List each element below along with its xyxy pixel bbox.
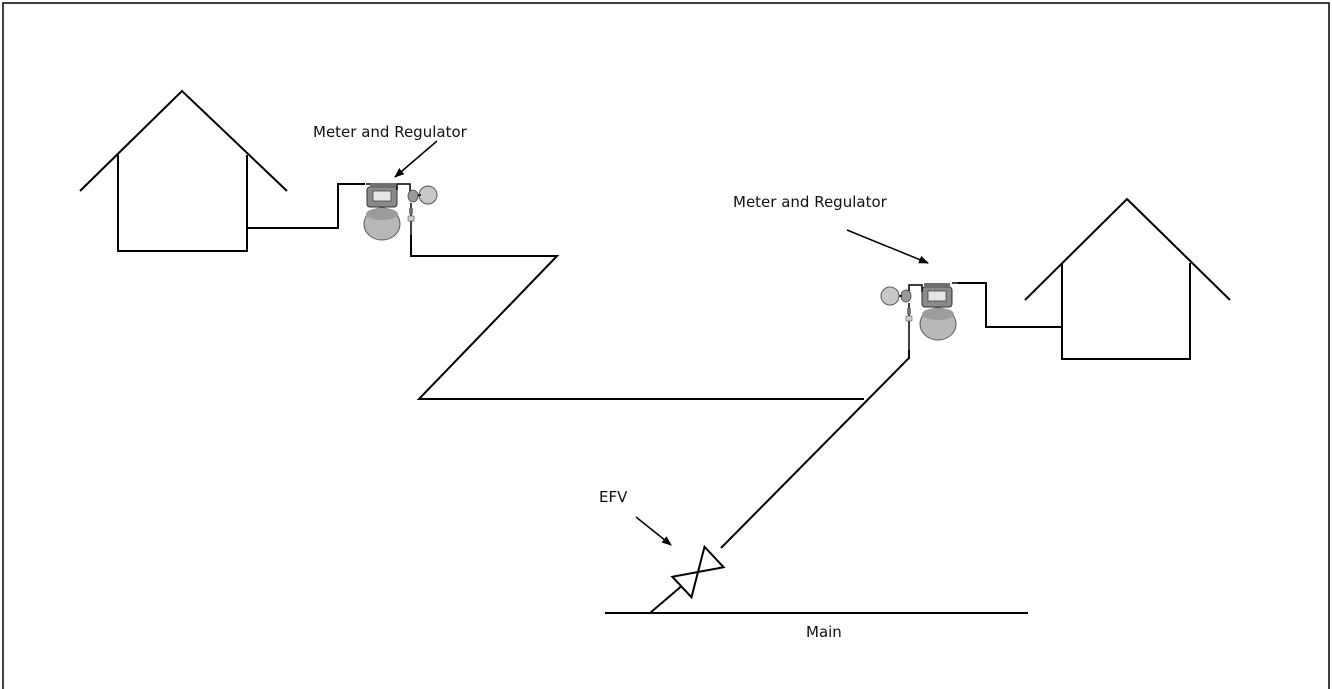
left-house-roof bbox=[79, 89, 288, 192]
main-label: Main bbox=[806, 623, 842, 641]
right-house bbox=[1024, 197, 1231, 360]
left-meter-regulator-icon bbox=[363, 183, 438, 241]
right-meter-label: Meter and Regulator bbox=[733, 193, 888, 211]
right-meter-regulator-icon bbox=[880, 282, 958, 351]
left-meter-arrow bbox=[394, 140, 438, 178]
right-house-connection-pipe bbox=[958, 282, 1062, 328]
left-meter-label: Meter and Regulator bbox=[313, 123, 468, 141]
efv-arrow bbox=[635, 516, 672, 546]
service-piping bbox=[247, 183, 1062, 614]
right-house-roof bbox=[1024, 197, 1231, 301]
efv-label: EFV bbox=[599, 488, 628, 506]
left-house bbox=[79, 89, 288, 252]
right-service-line bbox=[720, 350, 910, 549]
efv-valve-symbol bbox=[670, 544, 726, 600]
left-house-walls bbox=[117, 155, 248, 252]
right-meter-arrow bbox=[846, 229, 929, 264]
right-house-walls bbox=[1061, 263, 1191, 360]
left-house-connection-pipe bbox=[247, 183, 365, 229]
efv-to-main-pipe bbox=[649, 583, 685, 614]
left-service-line bbox=[410, 235, 864, 400]
